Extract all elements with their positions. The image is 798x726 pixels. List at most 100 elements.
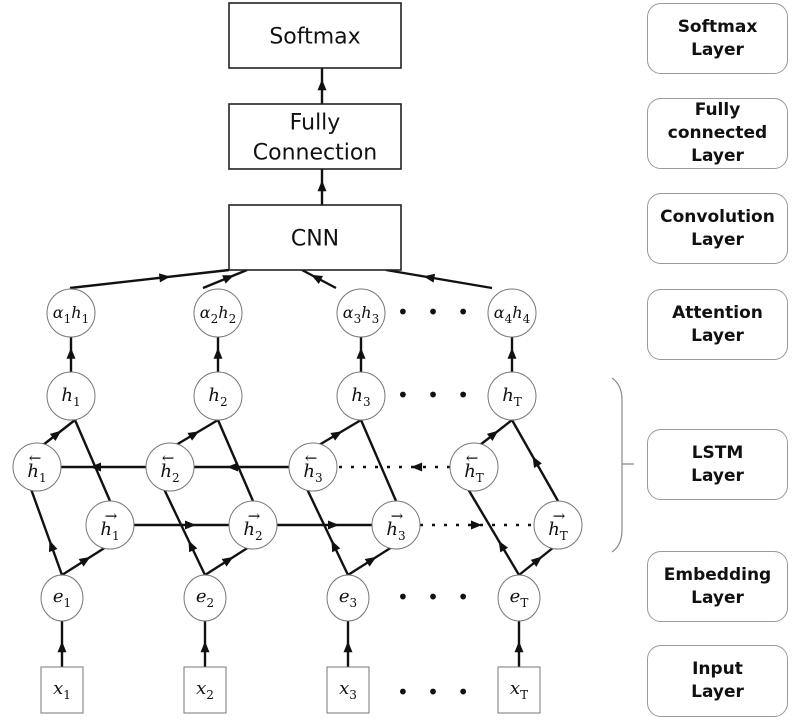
backward-lstm-node-label: h1	[27, 461, 46, 485]
att1-to-cnn-edge-arrowhead	[158, 273, 171, 283]
layer-label-softmax: Softmax Layer	[647, 3, 788, 74]
input-to-embedding-edge-1-arrowhead	[57, 641, 67, 653]
input-to-embedding-edge-2-arrowhead	[200, 641, 210, 653]
backward-chain-edge-T-3-arrowhead	[411, 462, 423, 472]
forward-lstm-node-label: h1	[100, 519, 119, 543]
layer-label-input: Input Layer	[647, 645, 788, 717]
att4-to-cnn-edge	[385, 268, 493, 290]
layer-label-convolution: Convolution Layer	[647, 193, 788, 264]
fc-to-softmax-edge-arrowhead	[317, 79, 327, 91]
forward-chain-edge-2-3-arrowhead	[328, 520, 339, 530]
embedding-to-backward-edge-3	[305, 488, 350, 576]
forward-lstm-node-2	[228, 500, 278, 550]
hidden-node-label: hT	[502, 385, 522, 409]
left-arrow-accent-icon: ←	[305, 449, 318, 467]
embedding-node-4	[497, 574, 541, 622]
attention-node-1	[46, 288, 96, 338]
att1-to-cnn-edge	[69, 268, 230, 290]
h-to-attention-edge-2-arrowhead	[213, 347, 223, 359]
h-to-attention-edge-3-arrowhead	[356, 347, 366, 359]
embedding-to-backward-edge-2-arrowhead	[188, 540, 198, 553]
embedding-node-label: eT	[510, 586, 529, 610]
backward-chain-edge-2-1-arrowhead	[90, 462, 101, 472]
att2-to-cnn-edge-arrowhead	[222, 275, 235, 284]
input-node-2	[183, 666, 227, 714]
right-arrow-accent-icon: →	[553, 507, 566, 525]
forward-lstm-node-label: h3	[386, 519, 405, 543]
input-node-3	[326, 666, 370, 714]
layer-label-embedding: Embedding Layer	[647, 551, 788, 622]
cnn-block-box	[228, 204, 402, 271]
layer-label-text: LSTM Layer	[691, 442, 744, 486]
softmax-block-text: Softmax	[269, 25, 360, 50]
embedding-to-forward-edge-3-arrowhead	[364, 556, 377, 567]
hidden-node-1	[46, 371, 96, 421]
attention-node-label: α3h3	[343, 303, 379, 326]
input-node-label: x1	[53, 678, 71, 702]
embedding-to-backward-edge-3-arrowhead	[331, 540, 341, 553]
layer-label-text: Convolution Layer	[660, 206, 775, 250]
embedding-to-backward-edge-4-arrowhead	[498, 540, 509, 553]
backward-lstm-node-label: h3	[303, 461, 322, 485]
layer-label-text: Fully connected Layer	[667, 100, 768, 166]
forward-lstm-node-3	[371, 500, 421, 550]
right-arrow-accent-icon: →	[105, 507, 118, 525]
cnn-block: CNN	[228, 204, 402, 271]
fully-connection-block-text: Connection	[253, 141, 377, 166]
layer-label-text: Softmax Layer	[677, 16, 758, 60]
input-node-label: x3	[339, 678, 357, 702]
layer-label-fully-connected: Fully connected Layer	[647, 98, 788, 169]
embedding-node-3	[326, 574, 370, 622]
embedding-to-backward-edge-4	[466, 488, 521, 576]
att4-to-cnn-edge-arrowhead	[423, 273, 436, 283]
input-to-embedding-edge-4-arrowhead	[514, 641, 524, 653]
forward-lstm-node-label: h2	[243, 519, 262, 543]
left-arrow-accent-icon: ←	[162, 449, 175, 467]
embedding-to-backward-edge-1	[29, 488, 64, 576]
embedding-to-forward-edge-1-arrowhead	[78, 556, 91, 567]
forward-to-h-edge-3	[359, 419, 398, 502]
att3-to-cnn-edge-arrowhead	[311, 274, 324, 284]
forward-lstm-node-4	[533, 500, 583, 550]
ellipsis-dots-3: • • •	[397, 585, 475, 609]
cnn-to-fc-edge-arrowhead	[317, 180, 327, 192]
attention-node-label: α1h1	[53, 303, 89, 326]
hidden-node-label: h2	[208, 385, 227, 409]
backward-to-h-edge-3-arrowhead	[330, 431, 343, 441]
forward-to-h-edge-4-arrowhead	[532, 456, 542, 468]
cnn-block-text: CNN	[291, 227, 339, 252]
backward-to-h-edge-2-arrowhead	[187, 431, 200, 441]
forward-to-h-edge-1	[73, 419, 112, 502]
layer-label-attention: Attention Layer	[647, 289, 788, 360]
h-to-attention-edge-4-arrowhead	[507, 347, 517, 359]
forward-chain-edge-1-2-arrowhead	[185, 520, 196, 530]
hidden-node-label: h1	[61, 385, 80, 409]
ellipsis-dots-4: • • •	[397, 680, 475, 704]
embedding-to-backward-edge-1-arrowhead	[48, 540, 58, 553]
input-node-4	[497, 666, 541, 714]
input-node-1	[40, 666, 84, 714]
layer-label-text: Embedding Layer	[663, 564, 772, 608]
layer-label-text: Attention Layer	[672, 302, 763, 346]
embedding-node-label: e3	[339, 586, 357, 610]
right-arrow-accent-icon: →	[391, 507, 404, 525]
layer-label-lstm: LSTM Layer	[647, 429, 788, 500]
ellipsis-dots-2: • • •	[397, 383, 475, 407]
backward-to-h-edge-1-arrowhead	[49, 430, 62, 441]
forward-chain-edge-3-T-arrowhead	[471, 520, 482, 530]
attention-node-2	[193, 288, 243, 338]
attention-node-4	[487, 288, 537, 338]
backward-lstm-node-4	[449, 442, 499, 492]
backward-lstm-node-label: h2	[160, 461, 179, 485]
backward-chain-edge-3-2-arrowhead	[227, 462, 238, 472]
right-arrow-accent-icon: →	[248, 507, 261, 525]
softmax-block-box	[228, 2, 402, 69]
left-arrow-accent-icon: ←	[466, 449, 479, 467]
hidden-node-2	[193, 371, 243, 421]
hidden-node-3	[336, 371, 386, 421]
backward-lstm-node-2	[145, 442, 195, 492]
attention-node-label: α4h4	[494, 303, 531, 326]
backward-lstm-node-label: hT	[464, 461, 484, 485]
